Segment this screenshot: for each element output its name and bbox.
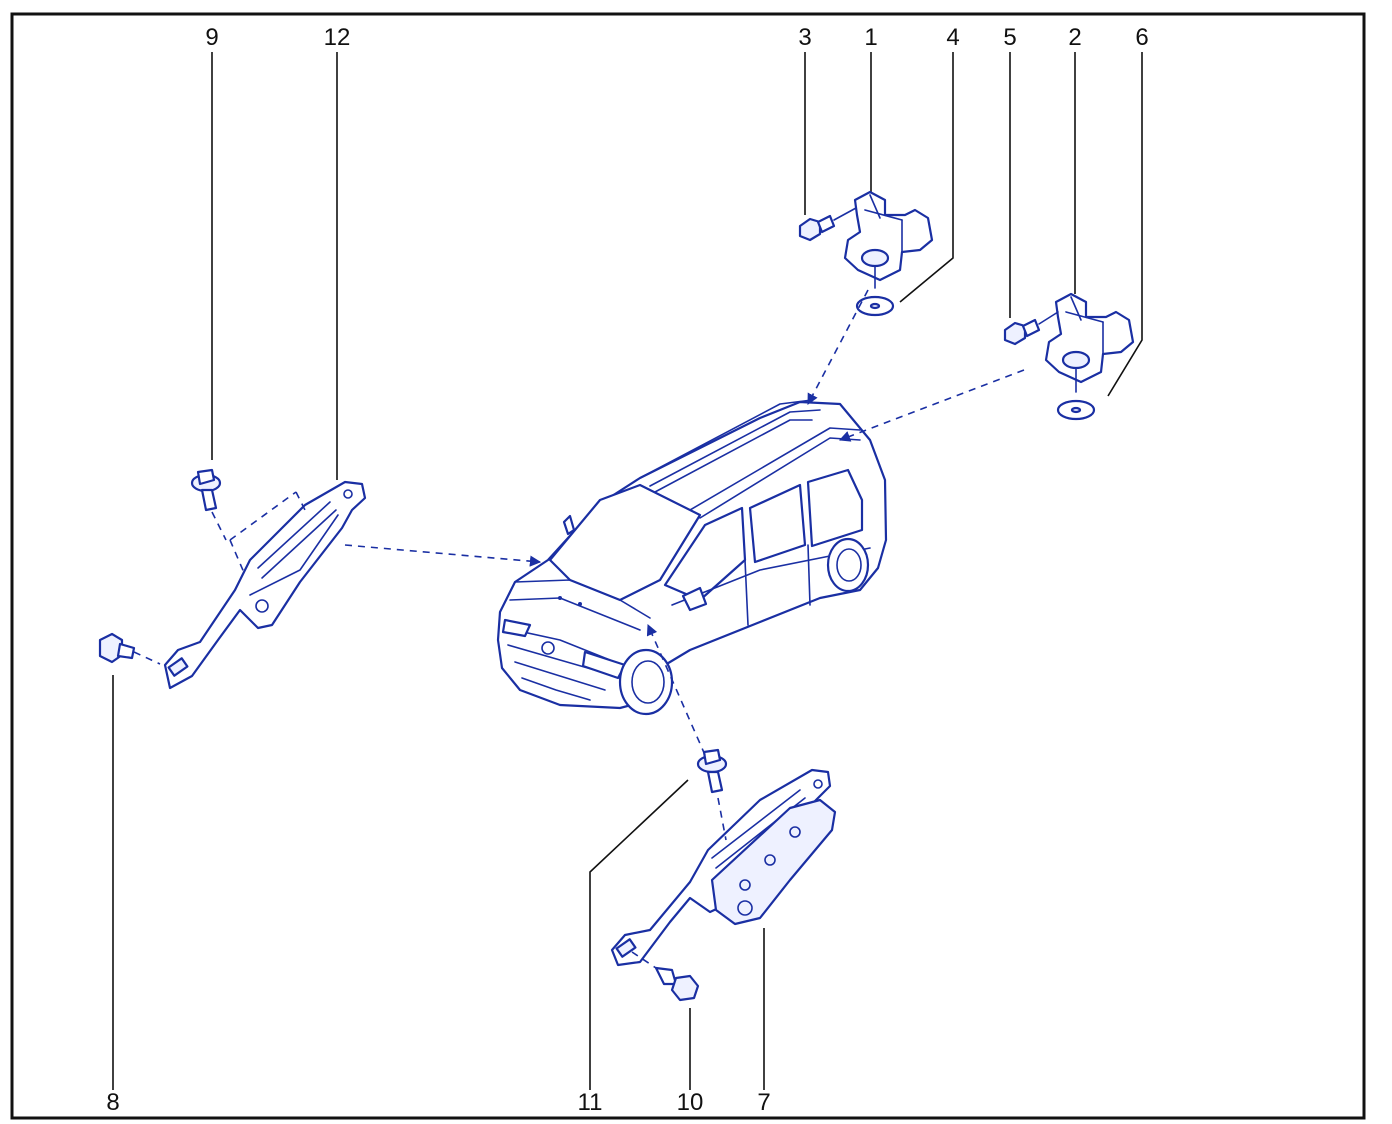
hood-hinge-arm-7 (610, 768, 837, 967)
bolt-part-10 (631, 951, 700, 1002)
leader-6 (1107, 52, 1143, 397)
screw-part-5 (1003, 311, 1059, 346)
callout-7: 7 (757, 1089, 770, 1116)
assembly-line-hinge-2 (838, 369, 1025, 442)
callout-10: 10 (677, 1089, 704, 1116)
washer-part-4 (855, 295, 895, 317)
assembly-lines (344, 289, 1025, 756)
hood-hinge-arm-12 (163, 480, 367, 690)
bolt-part-9 (190, 468, 227, 541)
callout-1: 1 (864, 24, 877, 51)
callout-5: 5 (1003, 24, 1016, 51)
washer-part-6 (1056, 399, 1096, 421)
hinge-part-2 (1044, 292, 1135, 393)
hinge-part-1 (843, 190, 934, 289)
callout-4: 4 (946, 24, 959, 51)
bolt-part-8 (98, 632, 161, 665)
bolt-part-11 (696, 748, 728, 841)
callout-6: 6 (1135, 24, 1148, 51)
callout-3: 3 (798, 24, 811, 51)
leader-11 (589, 779, 689, 1090)
callout-8: 8 (106, 1089, 119, 1116)
assembly-line-hinge-1 (807, 289, 869, 405)
callout-12: 12 (324, 24, 351, 51)
vehicle-minivan (496, 399, 888, 716)
assembly-line-arm-7 (646, 623, 706, 756)
leader-lines (112, 52, 1143, 1090)
screw-part-3 (798, 207, 857, 242)
callout-9: 9 (205, 24, 218, 51)
diagram-frame (10, 12, 1366, 1120)
callout-11: 11 (578, 1089, 603, 1116)
callout-2: 2 (1068, 24, 1081, 51)
assembly-line-arm-12 (344, 544, 542, 567)
leader-4 (899, 52, 954, 303)
